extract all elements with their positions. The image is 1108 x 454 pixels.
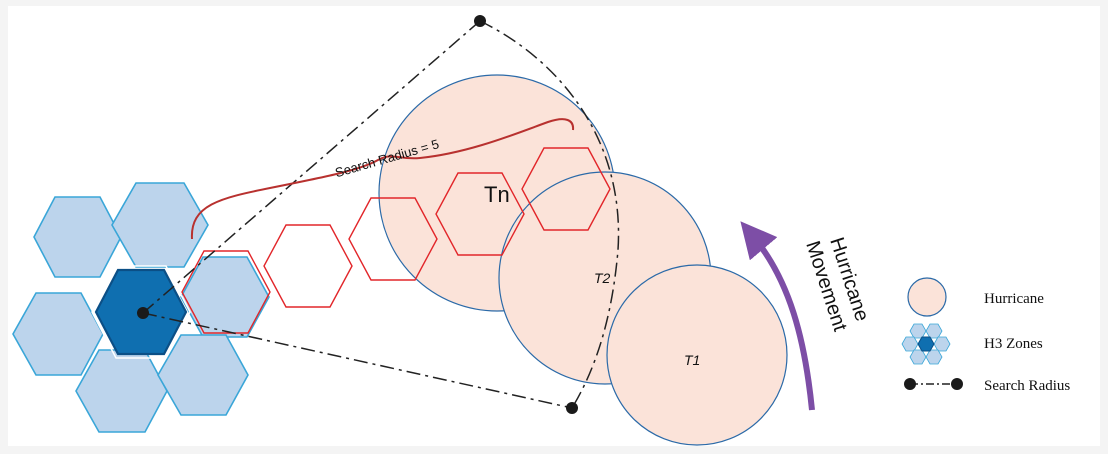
hurricane-movement-arrow [740, 221, 815, 411]
hurricane-t2-label: T2 [594, 270, 611, 286]
h3-zone-hex [33, 196, 122, 278]
hurricane-t1-circle [606, 264, 788, 446]
radius-top-dot [474, 15, 486, 27]
radius-line-bottom [142, 312, 573, 409]
hurricane-t1-label: T1 [684, 352, 700, 368]
h3-zone-hex [12, 292, 104, 376]
path-hex [435, 172, 525, 256]
path-hex [263, 224, 353, 308]
h3-zone-cluster [12, 182, 270, 433]
radius-center-dot [137, 307, 149, 319]
path-hex [521, 147, 611, 231]
h3-zone-hex [111, 182, 209, 268]
legend-search-radius-label: Search Radius [984, 378, 1070, 394]
h3-zone-center-hex-outline [91, 265, 191, 359]
search-radius-sector [137, 15, 620, 414]
legend: Hurricane H3 Zones Search Radius [901, 277, 1070, 394]
red-path-hexagons [181, 147, 611, 334]
hurricane-tn-label: Tn [484, 182, 510, 207]
path-hex [181, 250, 271, 334]
legend-hurricane-label: Hurricane [984, 291, 1044, 307]
legend-h3-label: H3 Zones [984, 336, 1043, 352]
path-hex [348, 197, 438, 281]
legend-h3-swatch [901, 323, 951, 365]
legend-hurricane-swatch [907, 277, 947, 317]
legend-search-radius-dot-left [904, 378, 916, 390]
h3-zone-hex [180, 256, 270, 338]
radius-line-top [142, 20, 481, 314]
legend-search-radius-dot-right [951, 378, 963, 390]
radius-bottom-dot [566, 402, 578, 414]
search-radius-brace [190, 118, 575, 240]
hurricane-circles [378, 74, 788, 446]
radius-arc [479, 20, 620, 409]
h3-zone-hex [157, 334, 249, 416]
